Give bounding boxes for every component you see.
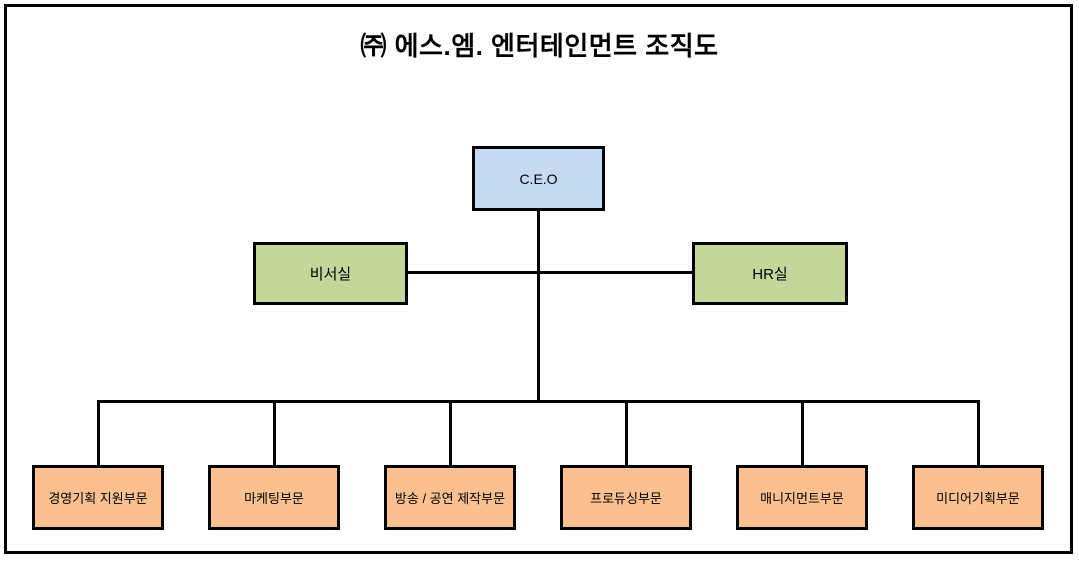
connector-dept-drop-6 [976, 400, 980, 465]
org-node-dept-management: 매니지먼트부문 [736, 465, 868, 530]
org-node-dept-producing: 프로듀싱부문 [560, 465, 692, 530]
connector-dept-distribution [96, 400, 980, 403]
org-node-dept-marketing: 마케팅부문 [208, 465, 340, 530]
connector-staff-horizontal [408, 271, 692, 274]
connector-dept-drop-1 [96, 400, 100, 465]
org-node-secretary-office: 비서실 [253, 242, 408, 305]
connector-dept-drop-2 [272, 400, 276, 465]
org-node-hr-office: HR실 [692, 242, 848, 305]
connector-ceo-vertical [537, 211, 540, 403]
chart-border-frame [4, 4, 1073, 554]
org-node-dept-broadcast-performance-production: 방송 / 공연 제작부문 [384, 465, 516, 530]
connector-dept-drop-3 [448, 400, 452, 465]
org-node-ceo: C.E.O [472, 146, 605, 211]
chart-title: ㈜ 에스.엠. 엔터테인먼트 조직도 [360, 31, 719, 61]
org-node-dept-media-planning: 미디어기획부문 [912, 465, 1044, 530]
org-node-dept-management-planning-support: 경영기획 지원부문 [32, 465, 164, 530]
connector-dept-drop-4 [624, 400, 628, 465]
connector-dept-drop-5 [800, 400, 804, 465]
